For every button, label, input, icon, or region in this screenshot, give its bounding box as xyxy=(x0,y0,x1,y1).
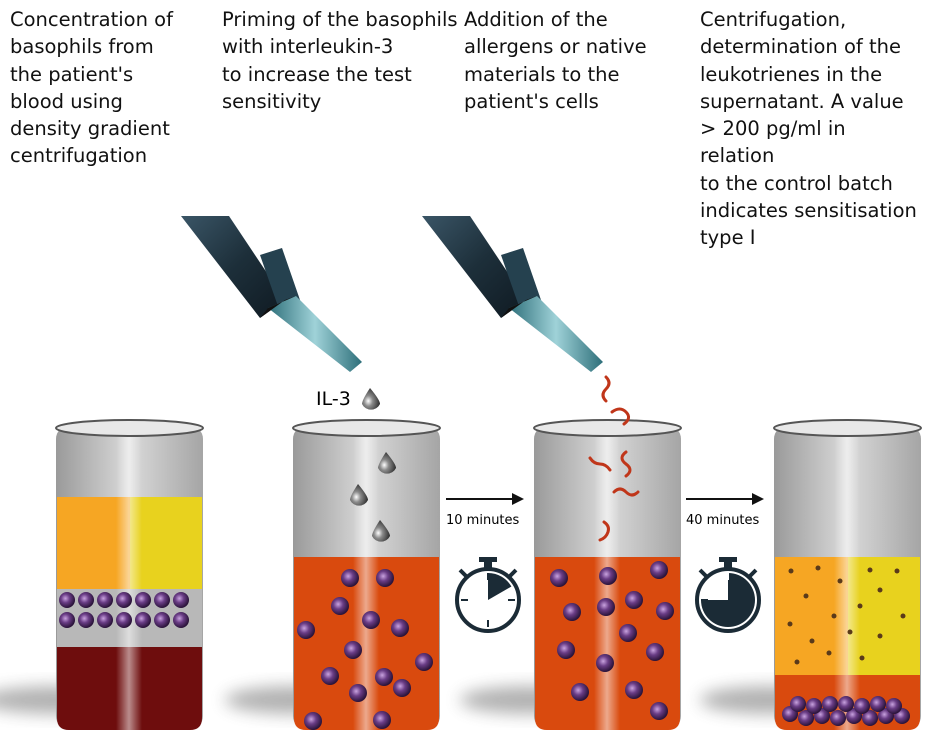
arrow-10-minutes: 10 minutes xyxy=(446,493,524,528)
step3-description: Addition of the allergens or native mate… xyxy=(464,8,647,113)
allergen-particle xyxy=(601,375,611,403)
il3-drop xyxy=(362,388,380,410)
arrow-2-label: 40 minutes xyxy=(686,513,760,528)
basophil-pellet xyxy=(782,696,910,726)
basophils-tube-3 xyxy=(550,561,674,720)
tube-4-centrifuged xyxy=(773,419,922,730)
il3-label: IL-3 xyxy=(316,388,351,410)
il3-drops-in-tube xyxy=(350,452,396,542)
arrow-1-label: 10 minutes xyxy=(446,513,520,528)
pipette-2 xyxy=(422,216,603,372)
step4-description: Centrifugation, determination of the leu… xyxy=(700,8,917,250)
basophil-layer xyxy=(59,592,189,628)
leukotriene-dots xyxy=(787,565,906,665)
arrow-40-minutes: 40 minutes xyxy=(686,493,764,528)
allergens-in-tube xyxy=(588,407,640,542)
stopwatch-icon xyxy=(695,557,761,633)
tube-1-density-gradient xyxy=(55,419,204,730)
tube-3-allergen-addition xyxy=(533,407,682,730)
step2-description: Priming of the basophils with interleuki… xyxy=(222,8,458,113)
tube-2-priming xyxy=(292,419,441,730)
stopwatch-icon xyxy=(455,557,521,633)
pipette-1 xyxy=(181,216,362,372)
basophils-tube-2 xyxy=(297,569,433,730)
step1-description: Concentration of basophils from the pati… xyxy=(10,8,173,168)
